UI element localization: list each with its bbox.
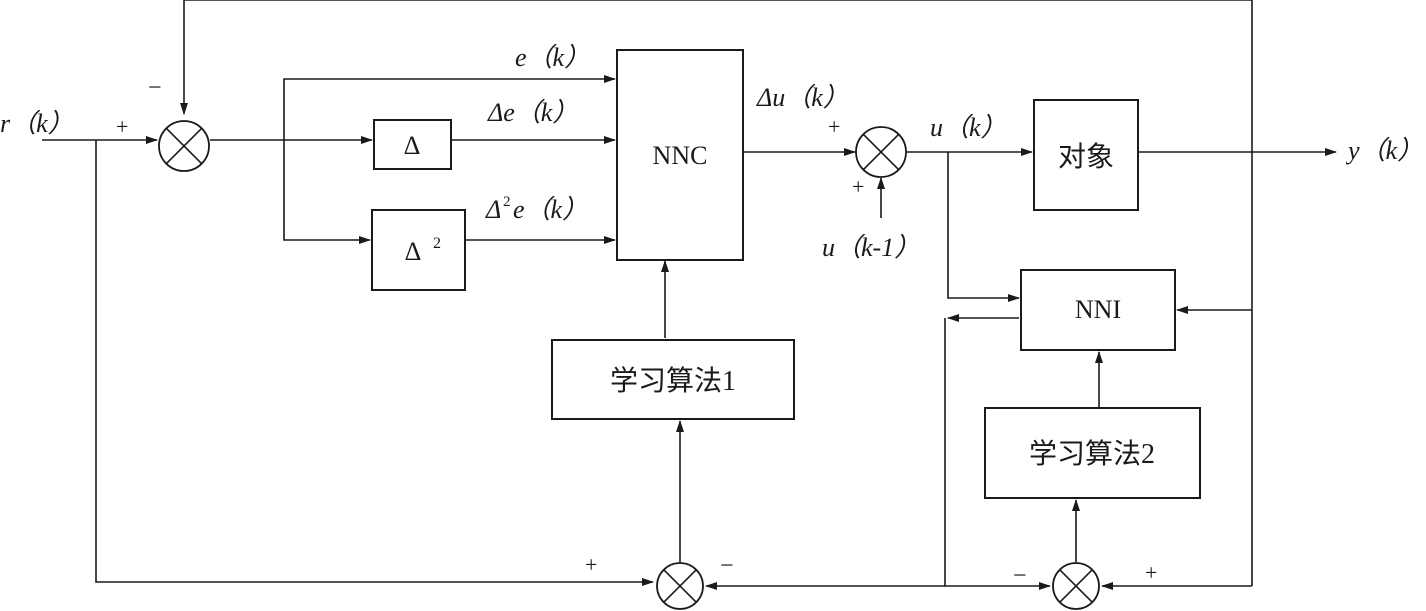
signal-d2e-superscript: 2 (503, 194, 511, 210)
plant-block: 对象 (1033, 99, 1139, 211)
e-to-delta2-line (283, 140, 371, 244)
nni-block-label: NNI (1075, 295, 1121, 324)
delta2-block-label: Δ (405, 237, 422, 266)
sign-sj3-ref: + (585, 552, 597, 577)
nnc-block-label: NNC (653, 141, 708, 170)
e-to-nnc-line (283, 75, 616, 140)
signal-u-label: u（k） (930, 113, 1007, 142)
delta-block-label: Δ (404, 131, 421, 160)
nni-block: NNI (1020, 269, 1176, 351)
signal-d2e-label: Δ 2 e（k） (485, 194, 588, 224)
learning-algorithm-1-label: 学习算法1 (610, 365, 736, 397)
sign-sj2-du: + (828, 114, 840, 139)
summing-junction-control (855, 126, 907, 178)
learning-algorithm-1-block: 学习算法1 (551, 339, 795, 420)
delta2-block: Δ 2 (371, 209, 466, 291)
signal-du-label: Δu（k） (756, 83, 849, 112)
delta2-block-superscript: 2 (433, 235, 441, 252)
summing-junction-learn1 (656, 562, 704, 610)
delta-block: Δ (373, 119, 452, 170)
nnc-block: NNC (616, 49, 744, 261)
summing-junction-error (158, 120, 210, 172)
learning-algorithm-2-block: 学习算法2 (984, 407, 1201, 499)
y-feedback-top-line (180, 0, 1252, 115)
signal-y-label: y（k） (1345, 136, 1423, 165)
summing-junction-learn2 (1052, 562, 1100, 610)
plant-block-label: 对象 (1058, 141, 1114, 173)
sign-sj1-ref: + (116, 114, 128, 139)
sign-sj4-left: − (1013, 563, 1027, 589)
u-to-nni-line (947, 152, 1020, 302)
sign-sj2-uprev: + (852, 174, 864, 199)
connections (42, 0, 1337, 590)
signal-d2e-delta: Δ (485, 195, 501, 224)
ref-to-sj3-line (95, 140, 654, 586)
learning-algorithm-2-label: 学习算法2 (1029, 438, 1155, 470)
sign-sj3-feedback: − (720, 553, 734, 579)
signal-de-label: Δe（k） (487, 98, 578, 127)
sign-sj1-feedback: − (148, 75, 162, 101)
sign-sj4-right: + (1145, 560, 1157, 585)
signal-d2e-rest: e（k） (513, 195, 588, 224)
signal-r-label: r（k） (0, 109, 74, 138)
signal-e-label: e（k） (515, 43, 590, 72)
signal-uprev-label: u（k-1） (822, 233, 920, 262)
